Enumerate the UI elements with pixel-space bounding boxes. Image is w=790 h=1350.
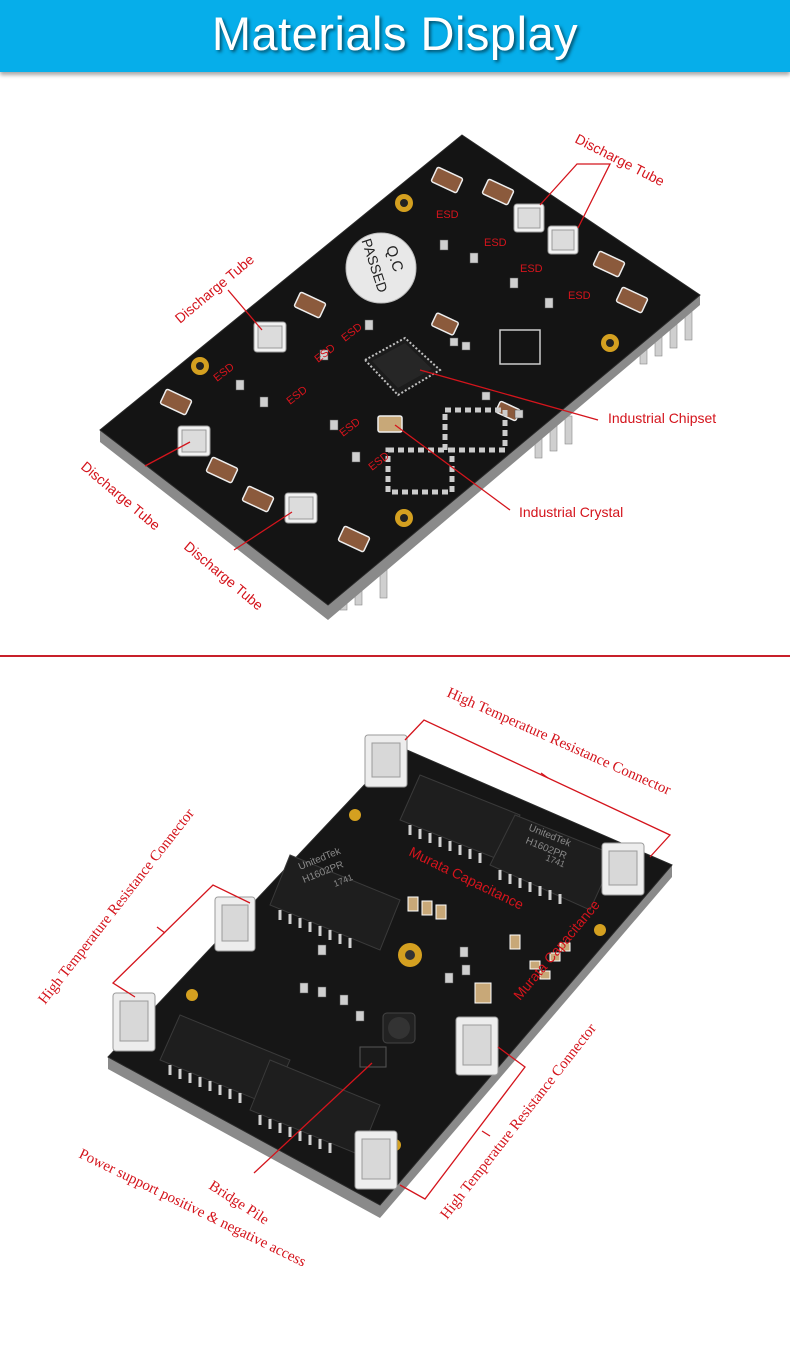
svg-text:ESD: ESD xyxy=(520,263,543,275)
bridge-pile xyxy=(359,1012,416,1068)
page-title: Materials Display xyxy=(211,7,579,60)
label-connector-left: High Temperature Resistance Connector xyxy=(36,806,198,1007)
connector-top-left xyxy=(364,734,408,788)
mounting-hole-icon xyxy=(191,194,619,527)
top-board-illustration: Q.C PASSED xyxy=(78,130,716,620)
connector-right-upper xyxy=(455,1016,499,1076)
connector-right-lower xyxy=(354,1130,398,1190)
connector-left-lower xyxy=(112,992,156,1052)
label-industrial-crystal: Industrial Crystal xyxy=(519,504,623,520)
header-banner: Materials Display xyxy=(0,0,790,72)
connector-top-right xyxy=(601,842,645,896)
mounting-hole-icon xyxy=(186,809,606,1151)
bottom-board-illustration: UnitedTek H1602PR 1741 UnitedTek H1602PR… xyxy=(36,685,673,1270)
label-discharge-tube-top-right: Discharge Tube xyxy=(573,130,668,189)
svg-text:ESD: ESD xyxy=(436,209,459,221)
label-power-support: Power support positive & negative access xyxy=(76,1146,308,1270)
svg-text:ESD: ESD xyxy=(568,290,591,302)
qc-passed-stamp: Q.C PASSED xyxy=(345,232,417,304)
discharge-tube-2 xyxy=(547,225,579,255)
discharge-tube-1 xyxy=(513,203,545,233)
industrial-chipset xyxy=(363,336,442,397)
connector-left-upper xyxy=(214,896,256,952)
label-industrial-chipset: Industrial Chipset xyxy=(608,410,716,426)
section-divider xyxy=(0,655,790,657)
svg-text:ESD: ESD xyxy=(484,237,507,249)
discharge-tube-4 xyxy=(177,425,211,457)
discharge-tube-5 xyxy=(284,492,318,524)
industrial-crystal xyxy=(377,415,403,433)
